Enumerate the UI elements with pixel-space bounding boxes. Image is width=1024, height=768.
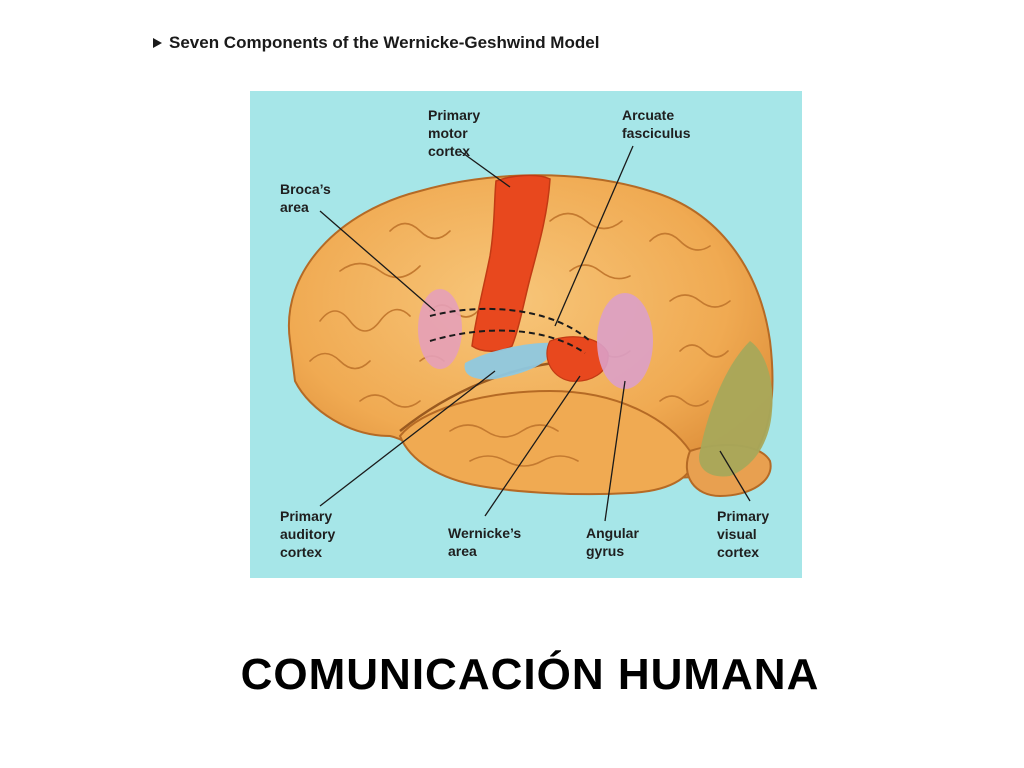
brain-illustration	[287, 145, 774, 522]
page-title: COMUNICACIÓN HUMANA	[240, 650, 820, 699]
primary-auditory-cortex-region	[464, 342, 555, 380]
label-primary-visual-cortex: Primary visual cortex	[717, 508, 770, 560]
brain-temporal-lobe	[398, 389, 693, 496]
leader-lines	[319, 145, 751, 522]
label-arcuate-fasciculus: Arcuate fasciculus	[622, 107, 691, 141]
label-primary-motor-cortex: Primary motor cortex	[428, 107, 481, 159]
brain-diagram: Primary motor cortex Arcuate fasciculus …	[250, 91, 802, 578]
brocas-area-region	[418, 289, 462, 369]
label-primary-auditory-cortex: Primary auditory cortex	[280, 508, 336, 560]
primary-motor-cortex-region	[471, 174, 551, 352]
label-angular-gyrus: Angular gyrus	[586, 525, 639, 559]
figure-caption-text: Seven Components of the Wernicke-Geshwin…	[169, 33, 600, 52]
label-brocas-area: Broca’s area	[280, 181, 331, 215]
triangle-right-icon	[153, 38, 162, 48]
figure-caption: Seven Components of the Wernicke-Geshwin…	[153, 33, 599, 53]
wernickes-area-region	[546, 336, 609, 382]
angular-gyrus-region	[597, 293, 653, 389]
arcuate-fasciculus-path	[429, 307, 591, 354]
primary-visual-cortex-region	[699, 341, 773, 477]
label-wernickes-area: Wernicke’s area	[448, 525, 522, 559]
